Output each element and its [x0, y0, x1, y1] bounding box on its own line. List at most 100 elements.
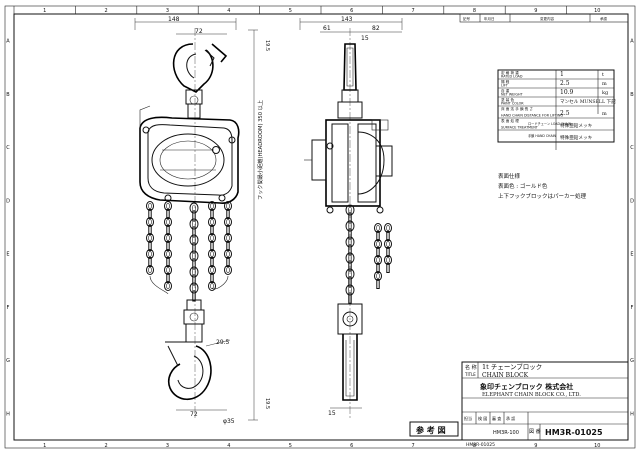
spec-unit: m	[602, 81, 607, 87]
dim-side-left: 61	[323, 25, 331, 32]
col-number: 6	[350, 8, 353, 14]
chain-link	[374, 271, 382, 281]
chain-link	[224, 233, 232, 243]
side-view: 143 61 82 15 15	[299, 16, 403, 420]
chain-link	[192, 290, 196, 302]
spec-sub: ロードチェーン LOAD CHAIN	[528, 121, 572, 126]
dim-bottom-offset: 19.5	[264, 398, 270, 409]
dim-hook-dia: φ35	[223, 418, 235, 425]
notes-title: 表面仕様	[498, 172, 521, 180]
dim-side-right: 82	[372, 25, 380, 32]
chain-link	[189, 250, 199, 262]
chain-link	[164, 217, 172, 227]
chain-link-inner	[148, 251, 152, 258]
col-number: 9	[534, 443, 537, 449]
row-letter: A	[630, 39, 634, 45]
chain-link-inner	[166, 203, 170, 210]
chain-link-inner	[148, 219, 152, 226]
chain-link	[386, 263, 390, 273]
tb-drawing-label: 図 番	[529, 428, 541, 435]
chain-link	[210, 225, 214, 235]
chain-link	[208, 217, 216, 227]
spec-label-en: SURFACE TREATMENT	[501, 126, 539, 130]
col-number: 7	[412, 8, 415, 14]
tb-company-jp: 象印チェンブロック 株式会社	[480, 382, 573, 391]
chain-link-inner	[210, 203, 214, 210]
notes-line2: 上下フックブロックはパーカー処理	[498, 192, 587, 200]
chain-link-inner	[386, 241, 390, 248]
dim-side-top: 15	[361, 35, 369, 42]
chain-link	[226, 209, 230, 219]
dim-side-bottom: 15	[328, 410, 336, 417]
revision-table: 記号 年月日 変更内容 承認	[459, 13, 629, 23]
spec-value: 特殊亜鉛メッキ	[560, 122, 593, 129]
chain-link	[345, 204, 355, 216]
row-letter: F	[631, 305, 634, 311]
spec-sub: 手鎖 HAND CHAIN	[528, 133, 557, 138]
chain-link-inner	[376, 272, 380, 279]
chain-link-inner	[210, 266, 214, 273]
rev-header-3: 承認	[600, 16, 608, 21]
row-letter: H	[630, 411, 634, 417]
chain-link	[166, 241, 170, 251]
spec-value: マンセル MUNSELL 下記	[560, 98, 616, 105]
chain-link-inner	[210, 282, 214, 289]
chain-link	[208, 249, 216, 259]
chain-link	[210, 209, 214, 219]
dim-hook-width-top: 72	[195, 28, 203, 35]
chain-link	[189, 266, 199, 278]
chain-link-inner	[148, 235, 152, 242]
rev-header-2: 変更内容	[540, 16, 554, 21]
dim-hook-opening: 29.5	[216, 339, 230, 346]
row-letter: F	[7, 305, 10, 311]
rev-header-1: 年月日	[484, 16, 495, 21]
chain-link	[189, 234, 199, 246]
row-letter: A	[6, 39, 10, 45]
chain-link	[164, 201, 172, 211]
chain-link	[224, 217, 232, 227]
spec-label-en: RATED LOAD	[501, 75, 523, 79]
chain-link	[148, 209, 152, 219]
chain-link-inner	[226, 203, 230, 210]
dim-front-width: 148	[168, 16, 180, 23]
tb-model: HM3R-100	[493, 430, 519, 436]
chain-link	[166, 225, 170, 235]
chain-link-inner	[148, 266, 152, 273]
chain-link	[374, 239, 382, 249]
spec-label-jp: 塗 装 色	[501, 97, 514, 102]
reference-stamp-box	[409, 421, 459, 437]
chain-link-inner	[166, 235, 170, 242]
chain-link-inner	[376, 256, 380, 263]
row-letter: E	[6, 252, 9, 258]
col-number: 4	[227, 8, 230, 14]
chain-link	[208, 201, 216, 211]
chain-link	[226, 241, 230, 251]
chain-link	[345, 252, 355, 264]
chain-link	[148, 225, 152, 235]
chain-link	[146, 265, 154, 275]
tb-company-en: ELEPHANT CHAIN BLOCK CO., LTD.	[482, 392, 581, 398]
chain-link	[208, 265, 216, 275]
chain-link-inner	[226, 219, 230, 226]
chain-link	[164, 233, 172, 243]
chain-link	[348, 292, 352, 304]
surface-notes: 表面仕様 表面色 : ゴールド色 上下フックブロックはパーカー処理	[498, 172, 587, 200]
chain-link	[224, 265, 232, 275]
chain-link-inner	[386, 225, 390, 232]
chain-link-inner	[166, 251, 170, 258]
chain-link-inner	[386, 256, 390, 263]
chain-link	[164, 281, 172, 291]
tb-check-1: 検 図	[478, 415, 487, 421]
row-letter: D	[630, 198, 634, 204]
spec-value: 1	[560, 71, 564, 78]
spec-value: 特殊亜鉛メッキ	[560, 134, 593, 141]
inner-frame	[13, 13, 629, 441]
chain-link	[208, 281, 216, 291]
col-number: 5	[289, 443, 292, 449]
dim-hook-width-bottom: 72	[190, 411, 198, 418]
chain-link	[210, 257, 214, 267]
chain-link	[384, 239, 392, 249]
chain-link	[164, 265, 172, 275]
